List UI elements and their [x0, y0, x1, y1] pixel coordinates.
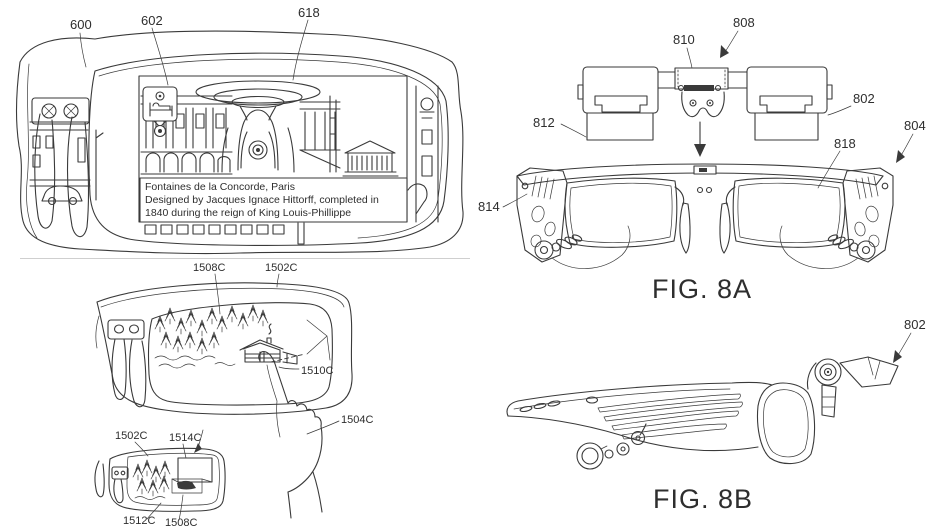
hud-caption-line-2: Designed by Jacques Ignace Hittorff, com…	[145, 194, 379, 206]
cabin	[239, 323, 298, 365]
fig8a-labels: 808 810 812 802 804 818 814	[478, 15, 926, 214]
fig8b-caption: FIG. 8B	[653, 484, 753, 514]
ref-810: 810	[673, 32, 695, 47]
temple-arm-side	[506, 356, 899, 470]
ref-small-1502C: 1502C	[115, 430, 147, 442]
large-glasses-labels: 1508C 1502C 1510C 1504C	[193, 262, 373, 435]
fig8b-labels: 802	[893, 317, 926, 363]
reference-labels: 600 602 618	[70, 5, 320, 86]
ref-812: 812	[533, 115, 555, 130]
left-earbud	[534, 225, 631, 269]
large-glasses-outline	[96, 282, 353, 415]
nose-bridge-assembly	[31, 97, 90, 238]
figure-forest-lens: 1508C 1502C 1510C 1504C	[94, 262, 373, 529]
ref-802: 802	[853, 91, 875, 106]
glasses-front	[516, 163, 894, 269]
camera-unit	[839, 356, 899, 388]
hud-caption-line-3: 1840 during the reign of King Louis-Phil…	[145, 207, 351, 219]
ref-1504C: 1504C	[341, 414, 373, 426]
pointing-hand	[258, 351, 323, 519]
ref-804: 804	[904, 118, 926, 133]
exploded-module	[577, 66, 833, 157]
ref-8b-802: 802	[904, 317, 926, 332]
ref-small-1512C: 1512C	[123, 515, 155, 527]
forest-scene	[154, 304, 331, 369]
small-glasses-labels: 1502C 1514C 1512C 1508C	[115, 430, 201, 529]
ref-618: 618	[298, 5, 320, 20]
ref-808: 808	[733, 15, 755, 30]
fig8a-caption: FIG. 8A	[652, 274, 752, 304]
ref-1508C: 1508C	[193, 262, 225, 274]
callout-window	[177, 457, 213, 483]
figure-8a: 808 810 812 802 804 818 814 FIG. 8A	[478, 15, 926, 304]
earbud-arm	[576, 423, 647, 470]
ref-602: 602	[141, 13, 163, 28]
street-scene-left	[29, 121, 104, 206]
ref-small-1508C: 1508C	[165, 517, 197, 529]
small-glasses	[94, 429, 226, 512]
ref-small-1514C: 1514C	[169, 432, 201, 444]
ref-600: 600	[70, 17, 92, 32]
hinge-and-mount	[806, 356, 899, 418]
left-temple-block	[516, 167, 568, 263]
large-glasses-bridge	[95, 315, 147, 408]
hotel-marker	[142, 86, 178, 138]
ref-1502C: 1502C	[265, 262, 297, 274]
right-earbud	[779, 225, 876, 269]
figure-separator	[20, 258, 470, 259]
ref-814: 814	[478, 199, 500, 214]
hud-caption-line-1: Fontaines de la Concorde, Paris	[145, 181, 295, 193]
figure-8b: 802 FIG. 8B	[506, 317, 926, 514]
bed-icon	[149, 102, 173, 117]
ref-818: 818	[834, 136, 856, 151]
hud-caption-box: Fontaines de la Concorde, Paris Designed…	[139, 177, 408, 223]
paris-scene	[140, 80, 439, 245]
figure-hud-view: Fontaines de la Concorde, Paris Designed…	[15, 5, 464, 255]
ref-1510C: 1510C	[301, 365, 333, 377]
right-temple-block	[842, 167, 894, 263]
glasses-sketch-outline	[15, 30, 464, 255]
